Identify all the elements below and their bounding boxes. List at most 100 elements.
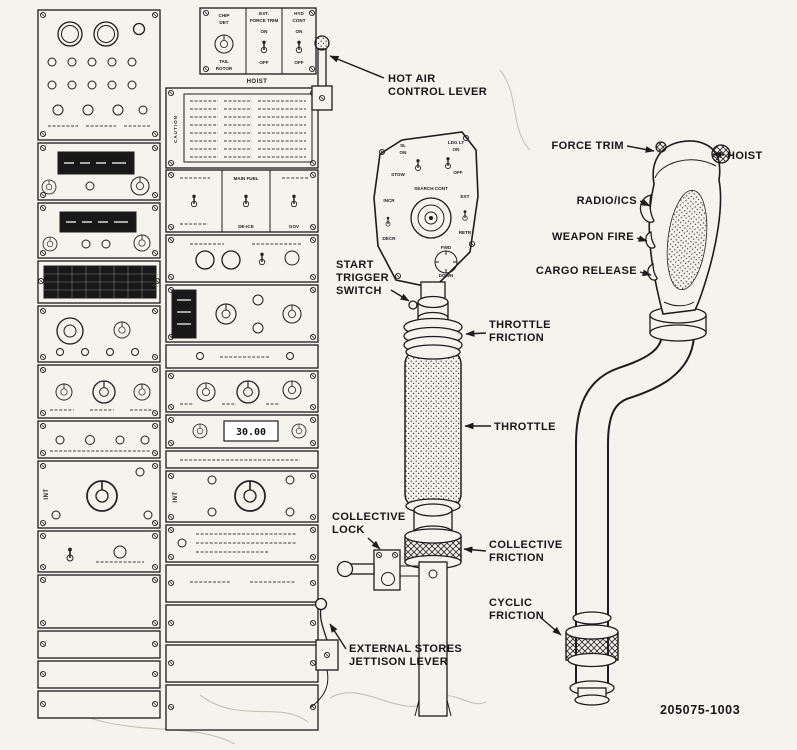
blank-strip-left-2 [37,660,161,689]
callout-radio-ics: RADIO/ICS [577,195,651,207]
nav-panel [37,305,161,363]
ext-stores-label-2: JETTISON LEVER [349,656,448,668]
hyd-cont-label-1: HYD [294,11,304,16]
off-label: OFF [453,170,462,175]
radio-ics-callout-label: RADIO/ICS [577,195,637,207]
collective-friction-label-2: FRICTION [489,552,544,564]
intercom-panel-right: INT [165,470,319,523]
search-cont-label: SEARCH CONT [414,186,448,191]
hot-air-label-1: HOT AIR [388,73,436,85]
blank-panel-right-3 [165,644,319,683]
de-ice-label: DE-ICE [238,224,254,229]
top-control-panel: CHIP DET TAIL ROTOR EXT. FORCE TRIM ON O… [199,7,317,75]
start-trigger [408,300,418,310]
hot-air-label-2: CONTROL LEVER [388,86,487,98]
search-cont-knob [410,197,452,239]
callout-hoist: HOIST [712,150,763,162]
pedestal-console: INT [37,7,319,731]
tail-rotor-label-2: ROTOR [216,66,233,71]
collective-tube [414,561,452,717]
main-fuel-label: MAIN FUEL [233,176,258,181]
collective-lock-label-1: COLLECTIVE [332,511,406,523]
ext-stores-label-1: EXTERNAL STORES [349,643,462,655]
knob-panel-right [165,370,319,413]
collective-lock-lever [336,549,419,591]
leader-arrow [639,269,652,277]
callout-cyclic-friction: CYCLIC FRICTION [489,597,562,636]
weapon-fire-callout-label: WEAPON FIRE [552,231,634,243]
callout-collective-friction: COLLECTIVE FRICTION [463,539,563,564]
placard-panel [165,524,319,563]
collective-stick: SL ON LDG LT ON STOW OFF SEARCH CONT INC… [336,131,479,717]
retr-label: RETR [459,230,472,235]
collective-friction-label-1: COLLECTIVE [489,539,563,551]
caution-light-panel: CAUTION [165,87,319,169]
leader-arrow [712,151,725,159]
force-trim-off-label: OFF [259,60,268,65]
leader-arrow [639,199,651,207]
decr-label: DECR [382,236,396,241]
keypad-panel [37,260,161,304]
ext-force-trim-label-1: EXT. [259,11,269,16]
lighting-panel [165,284,319,343]
start-trigger-label-3: SWITCH [336,285,382,297]
knob-panel-left [37,364,161,419]
start-trigger-label-1: START [336,259,374,271]
callout-force-trim: FORCE TRIM [552,140,655,153]
leader-arrow [463,546,487,554]
hyd-cont-off-label: OFF [294,60,303,65]
chip-det-selector [214,34,234,54]
radio-panel-1 [37,142,161,201]
toggle-panel-left [37,530,161,573]
switch-strip-panel [37,420,161,459]
ext-force-trim-label-2: FORCE TRIM [250,18,279,23]
tail-rotor-label-1: TAIL [219,59,229,64]
collective-switch-head: SL ON LDG LT ON STOW OFF SEARCH CONT INC… [373,131,479,289]
sl-label: SL [400,143,406,148]
sl-on-label: ON [400,150,408,155]
callout-external-stores-jettison-lever: EXTERNAL STORES JETTISON LEVER [329,623,462,668]
console-right-column: CHIP DET TAIL ROTOR EXT. FORCE TRIM ON O… [165,7,319,731]
cyclic-grip [639,140,731,315]
chip-det-label-1: CHIP [219,13,230,18]
int-left-label: INT [44,488,50,499]
hoist-callout-label: HOIST [727,150,763,162]
force-trim-callout-label: FORCE TRIM [552,140,624,152]
throttle-label: THROTTLE [494,421,556,433]
int-right-label: INT [173,491,179,502]
gov-label: GOV [289,224,300,229]
small-strip-panel [165,344,319,369]
throttle-friction-label-2: FRICTION [489,332,544,344]
ldg-on-label: ON [453,147,461,152]
leader-arrow [626,145,655,153]
leader-arrow [390,289,410,302]
callout-throttle: THROTTLE [464,421,556,433]
power-panel [165,234,319,283]
blank-panel-right-1 [165,564,319,603]
cargo-release-callout-label: CARGO RELEASE [536,265,637,277]
hoist-panel-label: HOIST [247,79,268,85]
throttle-friction-label-1: THROTTLE [489,319,551,331]
force-trim-button [655,141,667,153]
start-trigger-label-2: TRIGGER [336,272,389,284]
leader-arrow [539,616,562,636]
external-stores-jettison-lever-assembly [309,597,339,709]
collective-lock-label-2: LOCK [332,524,365,536]
hyd-cont-on-label: ON [296,29,304,34]
callouts: HOT AIR CONTROL LEVER START TRIGGER SWIT… [329,55,763,668]
callout-weapon-fire: WEAPON FIRE [552,231,648,243]
callout-throttle-friction: THROTTLE FRICTION [465,319,551,344]
down-label: DOWN [439,273,454,278]
intercom-panel-left: INT [37,460,161,529]
throttle-lower-collar [413,503,453,539]
callout-cargo-release: CARGO RELEASE [536,265,652,277]
frequency-display: 30.00 [236,427,266,438]
blank-strip-left-3 [37,690,161,719]
leader-arrow [465,330,487,337]
stow-label: STOW [391,172,405,177]
throttle-grip [404,344,462,514]
force-trim-on-label: ON [261,29,269,34]
frequency-panel: 30.00 [165,414,319,449]
engine-fuel-panel: MAIN FUEL DE-ICE GOV [165,169,319,233]
